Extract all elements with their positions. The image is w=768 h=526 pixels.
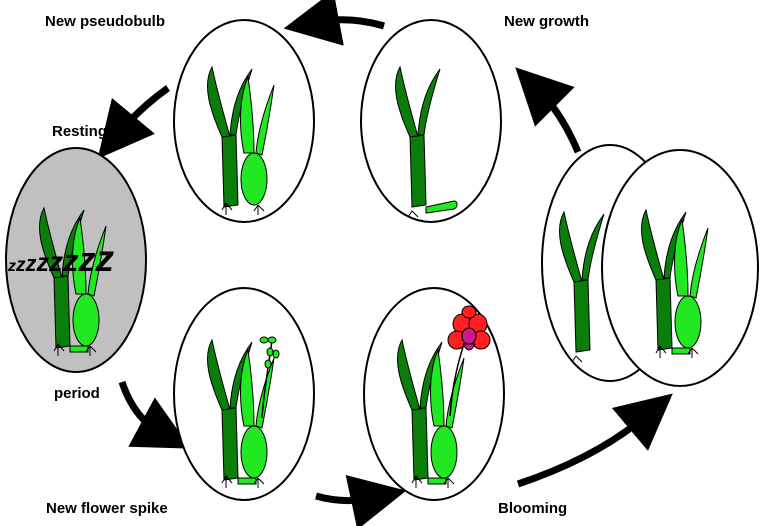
label-period: period	[54, 385, 100, 402]
stage-oval-new-growth	[360, 19, 502, 223]
orchid-plant-icon	[206, 65, 275, 215]
sleep-zzz-text: zzzzzzzz	[8, 240, 114, 277]
sleep-z-letter: z	[36, 249, 50, 277]
orchid-plant-icon	[38, 206, 107, 356]
label-new-growth: New growth	[504, 13, 589, 30]
label-resting: Resting	[52, 123, 108, 140]
arrow-icon	[515, 67, 582, 154]
sleep-z-letter: z	[25, 251, 37, 276]
orchid-plant-icon	[558, 210, 605, 363]
arrow-icon	[516, 393, 673, 488]
sleep-z-letter: z	[8, 258, 16, 275]
sleep-z-letter: z	[95, 238, 115, 279]
orchid-plant-icon	[640, 208, 709, 358]
sleep-z-letter: z	[63, 243, 79, 278]
label-blooming: Blooming	[498, 500, 568, 517]
sleep-z-letter: z	[78, 241, 96, 279]
label-new-flower-spike: New flower spike	[46, 500, 168, 517]
arrow-icon	[97, 85, 171, 159]
orchid-plant-icon	[396, 338, 465, 488]
label-new-pseudobulb: New pseudobulb	[45, 13, 165, 30]
sleep-z-letter: z	[49, 246, 63, 277]
orchid-plant-icon	[394, 65, 458, 218]
arrow-icon	[118, 380, 191, 449]
arrow-icon	[283, 0, 385, 46]
sleep-z-letter: z	[16, 255, 26, 276]
arrow-icon	[315, 475, 407, 526]
orchid-plant-icon	[206, 336, 280, 488]
orchid-flower-icon	[447, 305, 491, 351]
